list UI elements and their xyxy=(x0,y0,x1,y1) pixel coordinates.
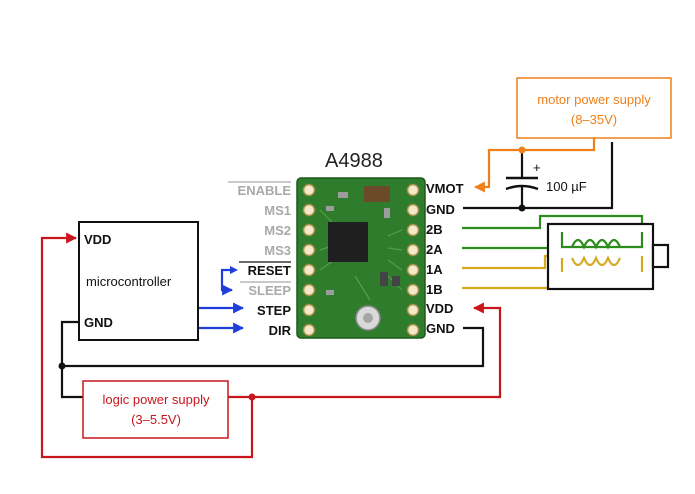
motor-supply-box: motor power supply (8–35V) xyxy=(516,77,672,139)
pin-label-1b: 1B xyxy=(426,282,443,297)
pin-label-step: STEP xyxy=(257,303,291,318)
pin-label-1a: 1A xyxy=(426,262,443,277)
signal-wires xyxy=(198,266,245,334)
pin-label-reset: RESET xyxy=(248,263,291,278)
chip-title: A4988 xyxy=(325,150,383,172)
pin-label-dir: DIR xyxy=(269,323,292,338)
capacitor: + 100 µF xyxy=(505,150,587,212)
logic-supply-line1: logic power supply xyxy=(103,392,210,407)
driver-ic xyxy=(328,222,368,262)
motor-supply-line1: motor power supply xyxy=(537,92,651,107)
pin-label-vmot: VMOT xyxy=(426,181,464,196)
capacitor-value: 100 µF xyxy=(546,179,587,194)
pin-label-2a: 2A xyxy=(426,242,443,257)
pin-label-gnd-motor: GND xyxy=(426,202,455,217)
right-pin-labels: VMOT GND 2B 2A 1A 1B VDD GND xyxy=(426,181,464,336)
board-capacitor xyxy=(364,186,390,202)
motor-power-wires xyxy=(473,138,596,193)
mcu-gnd-label: GND xyxy=(84,315,113,330)
pin-label-vdd: VDD xyxy=(426,301,453,316)
pin-label-enable: ENABLE xyxy=(238,183,292,198)
logic-power-wires xyxy=(40,232,502,459)
mcu-label: microcontroller xyxy=(86,274,172,289)
pin-label-ms3: MS3 xyxy=(264,243,291,258)
microcontroller-box: VDD microcontroller GND xyxy=(78,221,199,341)
logic-supply-box: logic power supply (3–5.5V) xyxy=(82,380,229,439)
capacitor-polarity: + xyxy=(533,160,541,175)
pin-label-2b: 2B xyxy=(426,222,443,237)
a4988-board xyxy=(296,177,426,339)
mcu-vdd-label: VDD xyxy=(84,232,111,247)
left-pin-labels: ENABLE MS1 MS2 MS3 RESET SLEEP STEP DIR xyxy=(228,181,292,338)
motor-supply-line2: (8–35V) xyxy=(571,112,617,127)
pin-label-ms1: MS1 xyxy=(264,203,291,218)
pin-label-ms2: MS2 xyxy=(264,223,291,238)
logic-supply-line2: (3–5.5V) xyxy=(131,412,181,427)
pin-label-sleep: SLEEP xyxy=(248,283,291,298)
board-pins-left xyxy=(302,183,316,337)
stepper-motor xyxy=(546,222,670,291)
ground-wires xyxy=(58,142,614,399)
board-pins-right xyxy=(406,183,420,337)
pin-label-gnd-logic: GND xyxy=(426,321,455,336)
